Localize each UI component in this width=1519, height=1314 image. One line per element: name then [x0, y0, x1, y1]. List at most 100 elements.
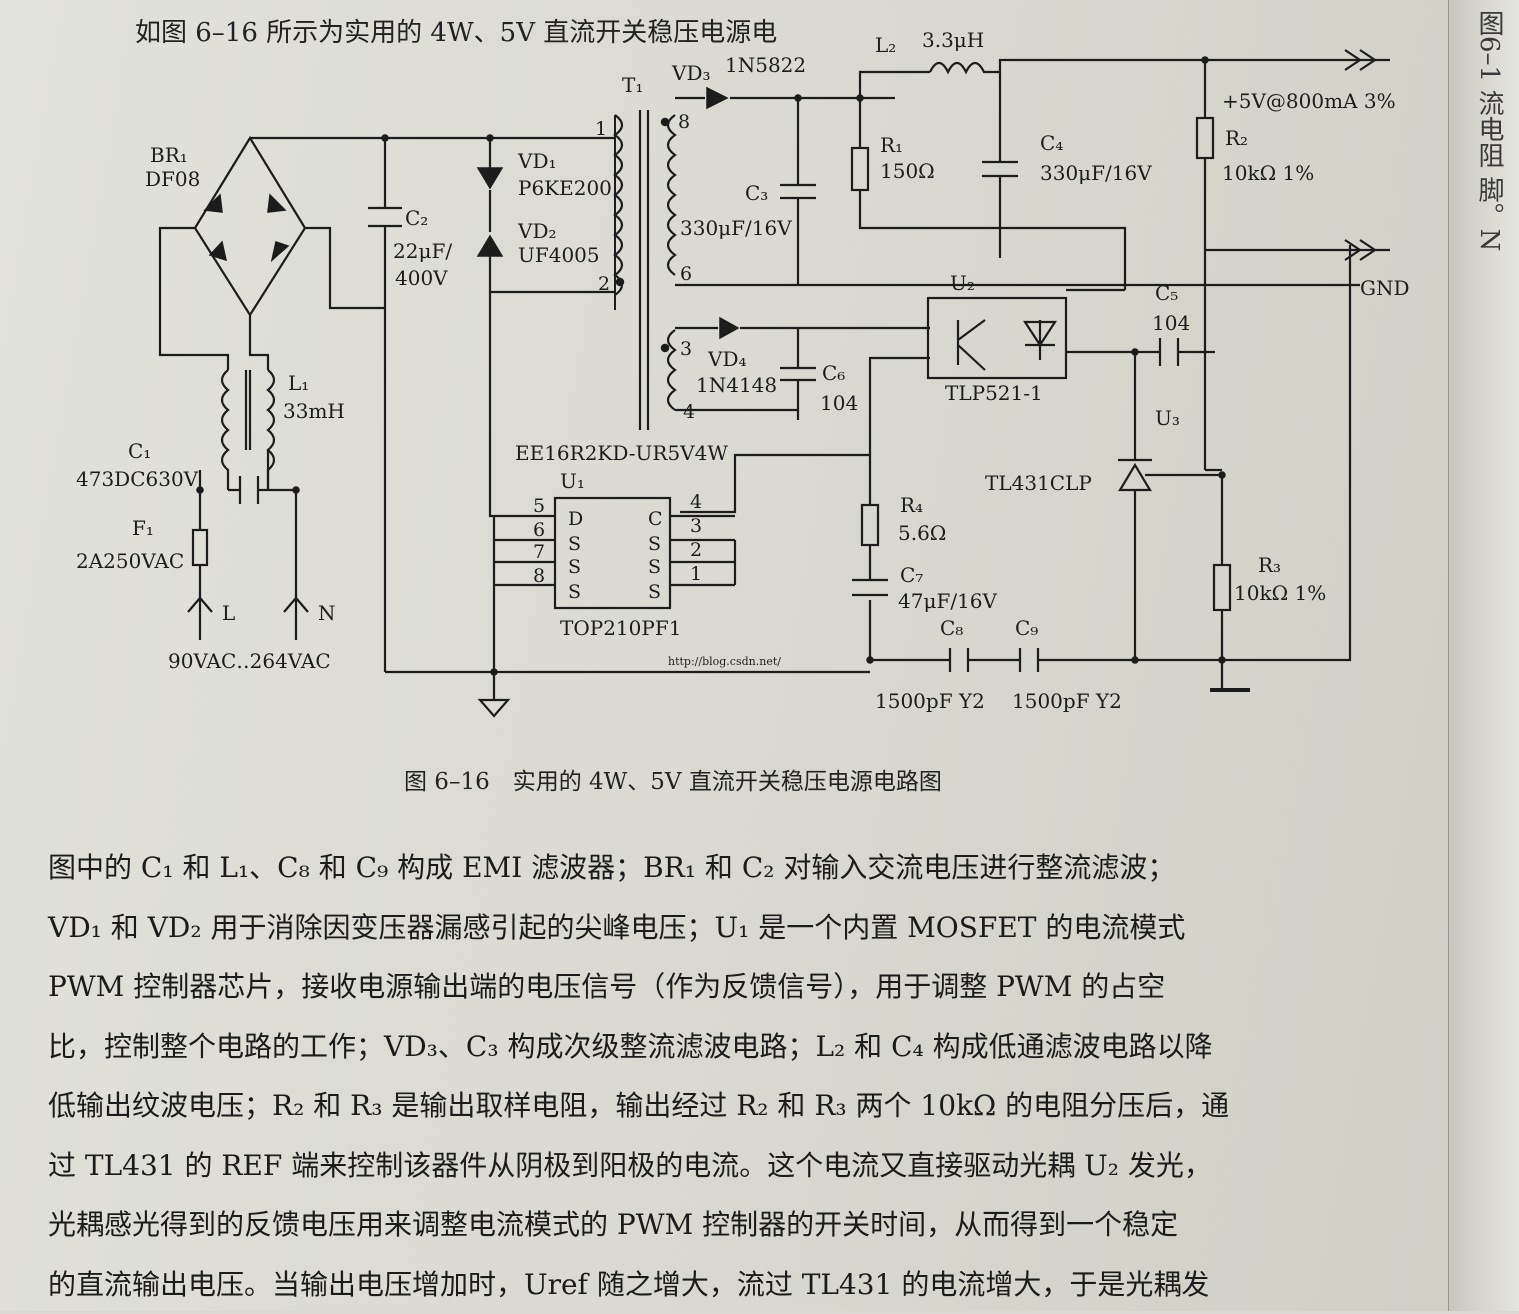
label-f1-val: 2A250VAC [76, 549, 184, 573]
junction [1219, 657, 1225, 663]
vd4-diode [720, 318, 738, 338]
label-tlp: TLP521-1 [945, 381, 1043, 405]
body-paragraph: 图中的 C₁ 和 L₁、C₈ 和 C₉ 构成 EMI 滤波器；BR₁ 和 C₂ … [48, 838, 1488, 1314]
watermark: http://blog.csdn.net/ [668, 655, 781, 668]
label-l1: L₁ [288, 371, 309, 395]
r4-body [862, 505, 878, 545]
para-line-6: 过 TL431 的 REF 端来控制该器件从阴极到阳极的电流。这个电流又直接驱动… [48, 1136, 1488, 1196]
bridge-diode-2 [268, 195, 285, 212]
dot-pin3 [662, 345, 669, 352]
label-c9: C₉ [1015, 616, 1038, 640]
label-out-v: +5V@800mA 3% [1222, 89, 1396, 113]
chip-s5: S [648, 556, 661, 578]
label-c6: C₆ [822, 361, 845, 385]
chip-s4: S [648, 533, 661, 555]
chip-s6: S [648, 581, 661, 603]
transformer-core [640, 110, 648, 430]
chip-d: D [568, 508, 583, 530]
para-line-1: 图中的 C₁ 和 L₁、C₈ 和 C₉ 构成 EMI 滤波器；BR₁ 和 C₂ … [48, 838, 1488, 898]
label-r2: R₂ [1225, 126, 1248, 150]
vd1-diode [478, 168, 502, 188]
label-c1-val: 473DC630V [76, 467, 199, 491]
c2-symbol [368, 208, 402, 226]
l1-coil-a [222, 370, 228, 490]
para-line-8: 的直流输出电压。当输出电压增加时，Uref 随之增大，流过 TL431 的电流增… [48, 1255, 1488, 1314]
r1-body [852, 148, 868, 190]
label-c1: C₁ [128, 439, 151, 463]
label-r3: R₃ [1258, 553, 1281, 577]
chip-s1: S [568, 533, 581, 555]
c1-symbol [240, 476, 258, 504]
junction [1132, 657, 1138, 663]
circuit-schematic: BR₁ DF08 C₂ 22μF/ 400V VD₁ P6KE200 VD₂ U… [0, 0, 1519, 760]
label-c6-val: 104 [820, 391, 858, 415]
label-vd3: VD₃ [671, 61, 711, 85]
label-l2-val: 3.3μH [922, 28, 984, 52]
para-line-2: VD₁ 和 VD₂ 用于消除因变压器漏感引起的尖峰电压；U₁ 是一个内置 MOS… [48, 898, 1488, 958]
label-c4-val: 330μF/16V [1040, 161, 1152, 185]
bridge-rectifier-outline [195, 138, 305, 315]
label-vin: 90VAC‥264VAC [168, 649, 331, 673]
label-br1-part: DF08 [145, 167, 200, 191]
label-r4: R₄ [900, 493, 923, 517]
para-line-7: 光耦感光得到的反馈电压用来调整电流模式的 PWM 控制器的开关时间，从而得到一个… [48, 1195, 1488, 1255]
chip-s2: S [568, 556, 581, 578]
label-c4: C₄ [1040, 131, 1063, 155]
chip-pin4: 4 [690, 491, 702, 513]
label-vd4-part: 1N4148 [696, 373, 777, 397]
vd2-diode [478, 236, 502, 256]
para-line-3: PWM 控制器芯片，接收电源输出端的电压信号（作为反馈信号），用于调整 PWM … [48, 957, 1488, 1017]
junction [1219, 472, 1225, 478]
pin-4: 4 [683, 401, 695, 423]
junction [1202, 57, 1208, 63]
junction [382, 135, 388, 141]
para-line-5: 低输出纹波电压；R₂ 和 R₃ 是输出取样电阻，输出经过 R₂ 和 R₃ 两个 … [48, 1076, 1488, 1136]
chip-c: C [648, 508, 663, 530]
label-r1: R₁ [880, 133, 903, 157]
label-c3: C₃ [745, 181, 768, 205]
chip-pin5: 5 [533, 495, 545, 517]
junction [867, 657, 873, 663]
label-t1: T₁ [622, 73, 643, 97]
chip-pin3: 3 [690, 515, 702, 537]
label-u1-part: TOP210PF1 [560, 616, 681, 640]
c7-symbol [852, 580, 888, 595]
label-u3: U₃ [1155, 406, 1180, 430]
label-vd2: VD₂ [517, 219, 557, 243]
label-c7-val: 47μF/16V [898, 589, 998, 613]
label-r2-val: 10kΩ 1% [1222, 161, 1314, 185]
label-tx-part: EE16R2KD-UR5V4W [515, 441, 728, 465]
label-vd1: VD₁ [517, 149, 557, 173]
junction [491, 669, 497, 675]
label-u2: U₂ [950, 271, 975, 295]
label-u1: U₁ [560, 469, 585, 493]
label-r3-val: 10kΩ 1% [1234, 581, 1326, 605]
label-c8-val: 1500pF Y2 [875, 689, 985, 713]
label-l: L [222, 601, 235, 625]
chip-pin8: 8 [533, 565, 545, 587]
label-c9-val: 1500pF Y2 [1012, 689, 1122, 713]
junction [795, 95, 801, 101]
component-labels: BR₁ DF08 C₂ 22μF/ 400V VD₁ P6KE200 VD₂ U… [76, 28, 1410, 713]
dot-pin8 [662, 119, 669, 126]
primary-winding [615, 115, 622, 295]
label-c7: C₇ [900, 563, 923, 587]
label-br1: BR₁ [150, 143, 188, 167]
label-c3-val: 330μF/16V [680, 216, 792, 240]
label-r4-val: 5.6Ω [898, 521, 946, 545]
pin-6: 6 [680, 263, 692, 285]
output-arrows [1205, 50, 1390, 260]
label-f1: F₁ [132, 516, 154, 540]
label-l1-val: 33mH [283, 399, 345, 423]
c5-symbol [1160, 338, 1178, 366]
pin-3: 3 [680, 338, 692, 360]
chip-s3: S [568, 581, 581, 603]
label-gnd: GND [1360, 276, 1410, 300]
c6-symbol [780, 368, 816, 380]
junction [487, 135, 493, 141]
chip-pin6: 6 [533, 519, 545, 541]
label-n: N [318, 601, 336, 625]
dot-pin2 [617, 279, 624, 286]
junction [857, 95, 863, 101]
r2-body [1197, 118, 1213, 158]
